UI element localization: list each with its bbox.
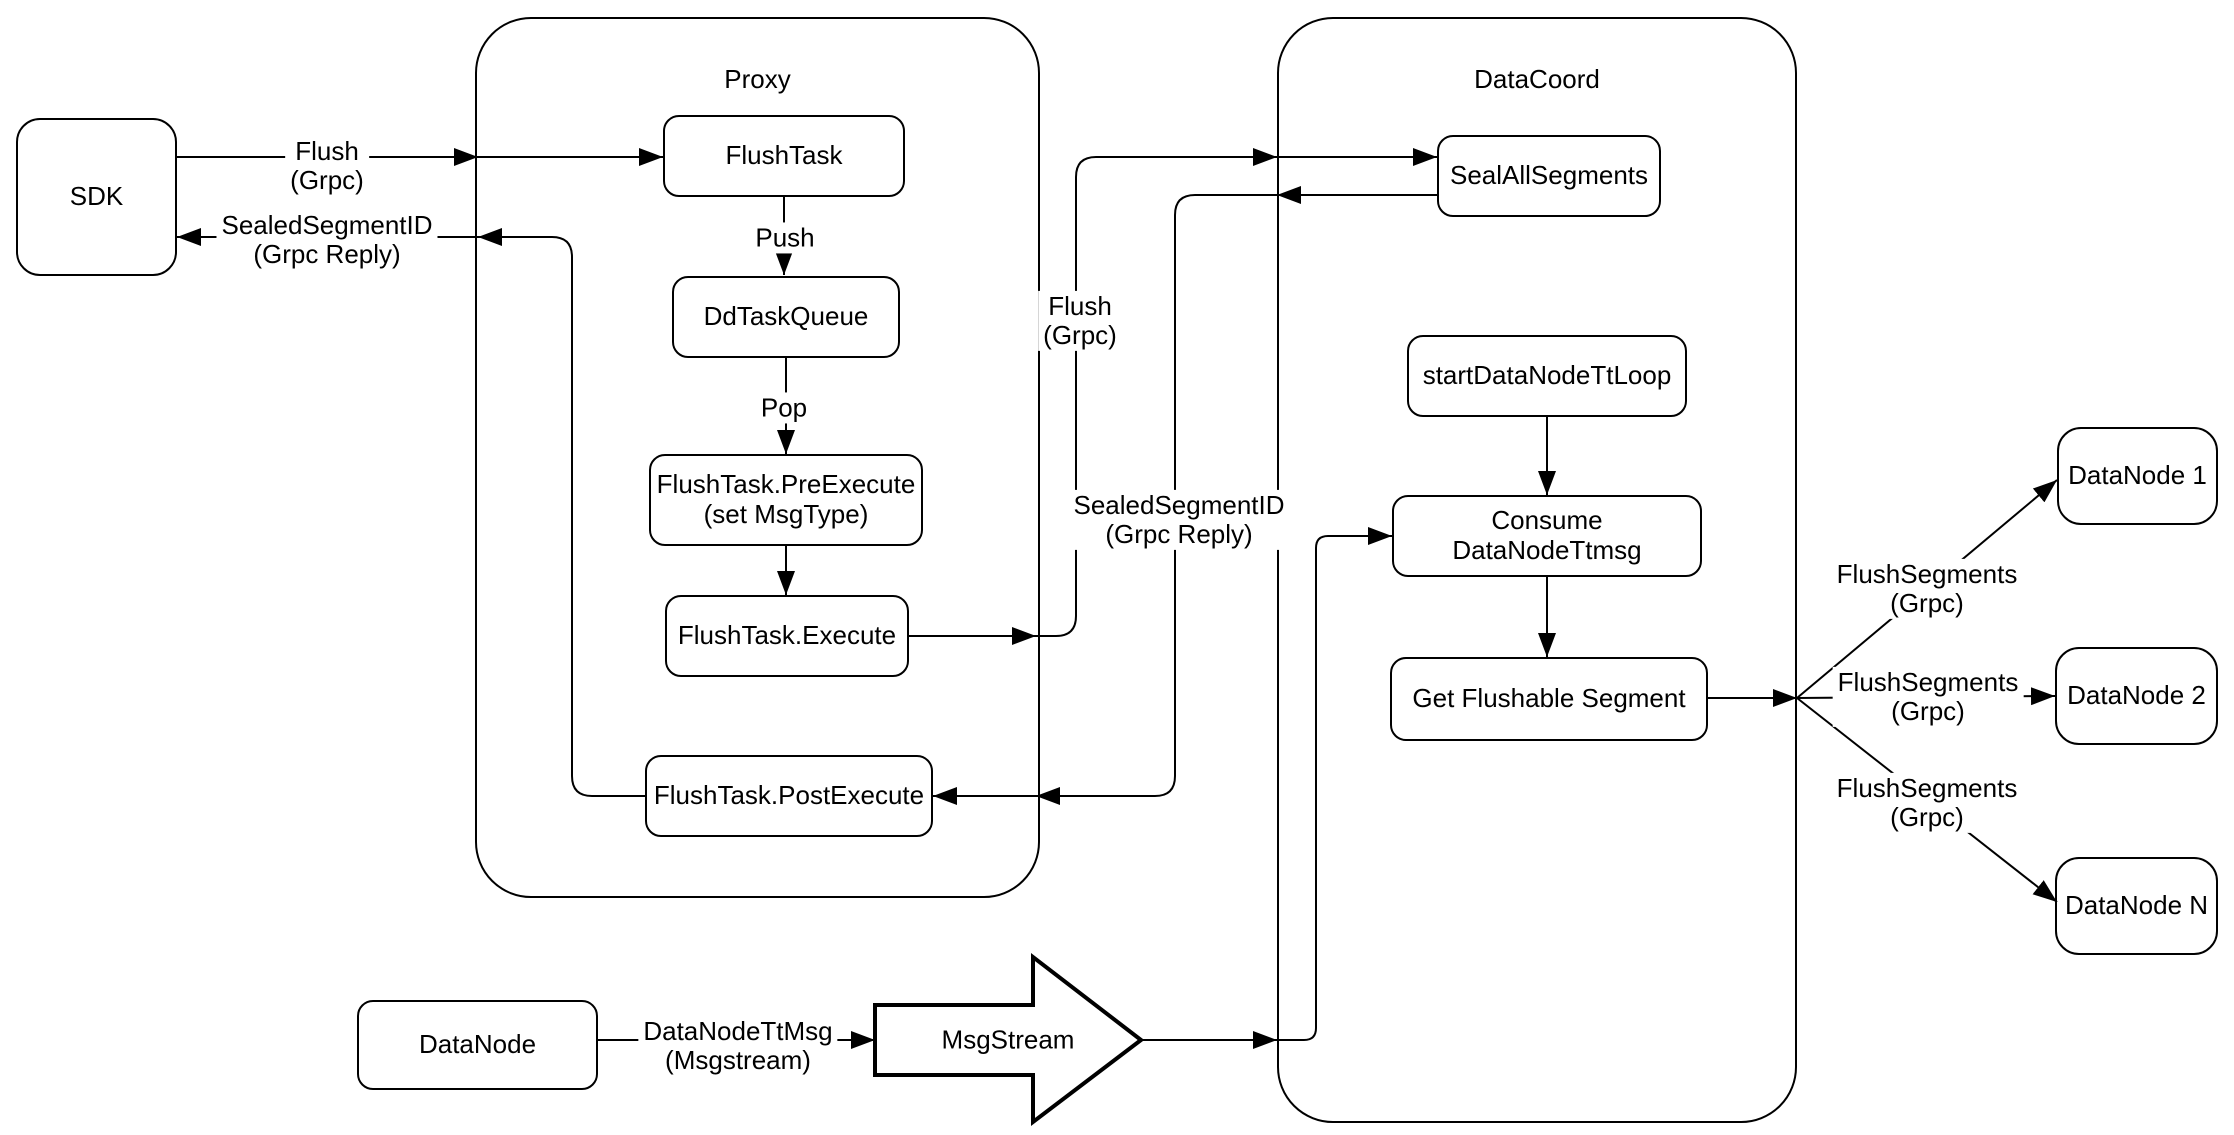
edge-proxy-to-datacoord-flush xyxy=(1036,148,1277,637)
edge-label-flush-grpc-sdk-line2: (Grpc) xyxy=(290,165,364,195)
edge-label-flushsegments-1-line2: (Grpc) xyxy=(1890,588,1964,618)
edge-label-pop: Pop xyxy=(755,392,813,424)
msgstream-arrow-shape xyxy=(873,952,1145,1127)
edge-label-sealedsegmentid-mid: SealedSegmentID (Grpc Reply) xyxy=(1068,489,1290,551)
node-preexecute-label-line1: FlushTask.PreExecute xyxy=(656,469,916,500)
node-datanode-n-label: DataNode N xyxy=(2064,890,2209,921)
node-execute-label: FlushTask.Execute xyxy=(677,620,897,651)
node-datanode-2-label: DataNode 2 xyxy=(2067,680,2206,711)
node-sdk: SDK xyxy=(16,118,177,276)
edge-label-sealedsegmentid-mid-line1: SealedSegmentID xyxy=(1073,489,1285,520)
node-postexecute-label: FlushTask.PostExecute xyxy=(653,780,925,811)
node-sealallsegments-label: SealAllSegments xyxy=(1450,160,1648,191)
edge-label-flushsegments-3-line2: (Grpc) xyxy=(1890,802,1964,832)
node-consumedatanodettmsg-label: Consume DataNodeTtmsg xyxy=(1452,505,1642,565)
edge-label-datanodettmsg-line1: DataNodeTtMsg xyxy=(643,1015,833,1046)
edge-label-datanodettmsg: DataNodeTtMsg (Msgstream) xyxy=(638,1015,838,1077)
edge-label-flush-grpc-sdk: Flush (Grpc) xyxy=(285,135,369,197)
edge-label-flushsegments-2-line2: (Grpc) xyxy=(1891,696,1965,726)
node-datanode: DataNode xyxy=(357,1000,598,1090)
datacoord-container-title: DataCoord xyxy=(1474,64,1600,94)
node-ddtaskqueue-label: DdTaskQueue xyxy=(703,301,869,332)
node-datanode-n: DataNode N xyxy=(2055,857,2218,955)
node-startdatanodettloop-label: startDataNodeTtLoop xyxy=(1422,360,1672,391)
edge-label-datanodettmsg-line2: (Msgstream) xyxy=(665,1045,811,1075)
edge-label-push-line1: Push xyxy=(755,222,815,253)
edge-datacoord-edge-to-consume xyxy=(1277,527,1392,1041)
node-ddtaskqueue: DdTaskQueue xyxy=(672,276,900,358)
node-getflushablesegment: Get Flushable Segment xyxy=(1390,657,1708,741)
edge-label-push: Push xyxy=(750,222,820,254)
node-postexecute: FlushTask.PostExecute xyxy=(645,755,933,837)
node-datanode-1-label: DataNode 1 xyxy=(2068,460,2207,491)
node-preexecute: FlushTask.PreExecute (set MsgType) xyxy=(649,454,923,546)
node-execute: FlushTask.Execute xyxy=(665,595,909,677)
node-datanode-2: DataNode 2 xyxy=(2055,647,2218,745)
proxy-container-title: Proxy xyxy=(724,64,791,94)
edge-label-flush-grpc-mid: Flush (Grpc) xyxy=(1038,290,1122,352)
msgstream-label: MsgStream xyxy=(941,1024,1075,1055)
node-sdk-label: SDK xyxy=(69,181,124,212)
edge-label-sealedsegmentid-sdk: SealedSegmentID (Grpc Reply) xyxy=(216,209,438,271)
node-consumedatanodettmsg: Consume DataNodeTtmsg xyxy=(1392,495,1702,577)
edge-label-flushsegments-1-line1: FlushSegments xyxy=(1836,558,2018,589)
edge-label-pop-line1: Pop xyxy=(760,392,808,423)
edge-label-sealedsegmentid-sdk-line2: (Grpc Reply) xyxy=(253,239,401,269)
proxy-container: Proxy xyxy=(475,17,1040,898)
edge-postexecute-to-proxy-edge xyxy=(478,228,645,797)
edge-label-sealedsegmentid-sdk-line1: SealedSegmentID xyxy=(221,209,433,240)
node-flushtask-label: FlushTask xyxy=(725,140,843,171)
edge-label-flushsegments-3: FlushSegments (Grpc) xyxy=(1831,772,2023,834)
edge-label-flush-grpc-mid-line1: Flush xyxy=(1048,290,1112,321)
edge-label-flush-grpc-mid-line2: (Grpc) xyxy=(1043,320,1117,350)
edge-label-flush-grpc-sdk-line1: Flush xyxy=(295,135,359,166)
node-flushtask: FlushTask xyxy=(663,115,905,197)
edge-label-sealedsegmentid-mid-line2: (Grpc Reply) xyxy=(1105,519,1253,549)
node-preexecute-label-line2: (set MsgType) xyxy=(703,499,869,529)
node-sealallsegments: SealAllSegments xyxy=(1437,135,1661,217)
node-startdatanodettloop: startDataNodeTtLoop xyxy=(1407,335,1687,417)
datacoord-container: DataCoord xyxy=(1277,17,1797,1123)
node-datanode-label: DataNode xyxy=(418,1029,537,1060)
node-getflushablesegment-label: Get Flushable Segment xyxy=(1412,683,1686,714)
edge-label-flushsegments-2: FlushSegments (Grpc) xyxy=(1832,666,2024,728)
node-datanode-1: DataNode 1 xyxy=(2057,427,2218,525)
edge-label-flushsegments-3-line1: FlushSegments xyxy=(1836,772,2018,803)
edge-label-flushsegments-2-line1: FlushSegments xyxy=(1837,666,2019,697)
edge-label-flushsegments-1: FlushSegments (Grpc) xyxy=(1831,558,2023,620)
